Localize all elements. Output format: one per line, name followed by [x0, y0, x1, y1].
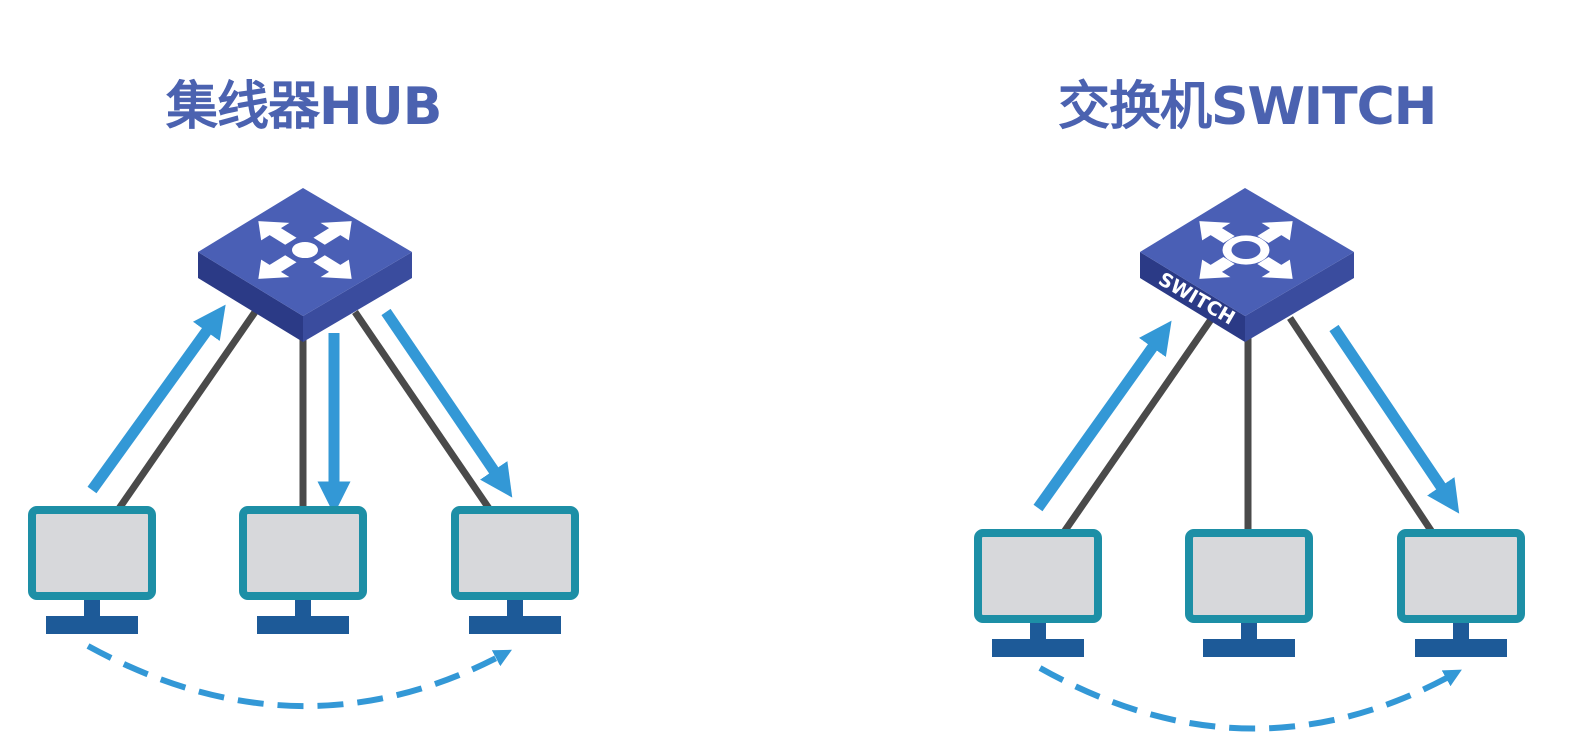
monitor-screen [451, 506, 579, 600]
monitor-base [992, 639, 1084, 657]
switch-arrow-down-right [1329, 324, 1460, 514]
monitor-base [469, 616, 561, 634]
switch-cable-right [1287, 316, 1435, 534]
switch-device-side-right [1245, 252, 1354, 342]
hub-cables [115, 310, 493, 512]
monitor-screen [1185, 529, 1313, 623]
monitor-base [1203, 639, 1295, 657]
switch-device-side-left [1140, 252, 1245, 342]
hub-computer-1 [28, 506, 156, 634]
switch-arrow-dashed-curve [1038, 665, 1462, 732]
switch-cables [1061, 316, 1435, 534]
switch-arrow-up-left [1033, 320, 1172, 512]
hub-arrow-dashed-curve [86, 643, 512, 709]
hub-device [198, 188, 412, 342]
hub-arrow-down-right [381, 308, 513, 498]
monitor-base [257, 616, 349, 634]
hub-computer-3 [451, 506, 579, 634]
switch-device: SWITCH [1140, 188, 1354, 342]
monitor-screen [974, 529, 1102, 623]
switch-cable-left [1061, 316, 1215, 534]
hub-device-side-right [303, 252, 412, 342]
monitor-screen [239, 506, 367, 600]
monitor-neck [1241, 623, 1257, 639]
monitor-neck [1030, 623, 1046, 639]
hub-arrow-up-left [87, 304, 226, 494]
monitor-neck [84, 600, 100, 616]
hub-panel [28, 188, 579, 709]
monitor-screen [28, 506, 156, 600]
monitor-base [1415, 639, 1507, 657]
switch-computer-2 [1185, 529, 1313, 657]
monitor-neck [1453, 623, 1469, 639]
hub-cable-left [115, 310, 258, 512]
switch-panel: SWITCH [974, 188, 1525, 732]
hub-device-side-left [198, 252, 303, 342]
switch-computer-1 [974, 529, 1102, 657]
hub-traffic-arrows [86, 304, 513, 709]
monitor-neck [507, 600, 523, 616]
monitor-base [46, 616, 138, 634]
monitor-neck [295, 600, 311, 616]
hub-title: 集线器HUB [166, 77, 442, 137]
switch-device-top [1140, 188, 1354, 316]
four-arrows-icon [258, 221, 352, 279]
four-arrows-ring-icon [1199, 221, 1293, 279]
switch-traffic-arrows [1033, 320, 1462, 732]
switch-title: 交换机SWITCH [1058, 77, 1437, 137]
hub-computer-2 [239, 506, 367, 634]
hub-cable-right [352, 310, 493, 512]
switch-computer-3 [1397, 529, 1525, 657]
monitor-screen [1397, 529, 1525, 623]
